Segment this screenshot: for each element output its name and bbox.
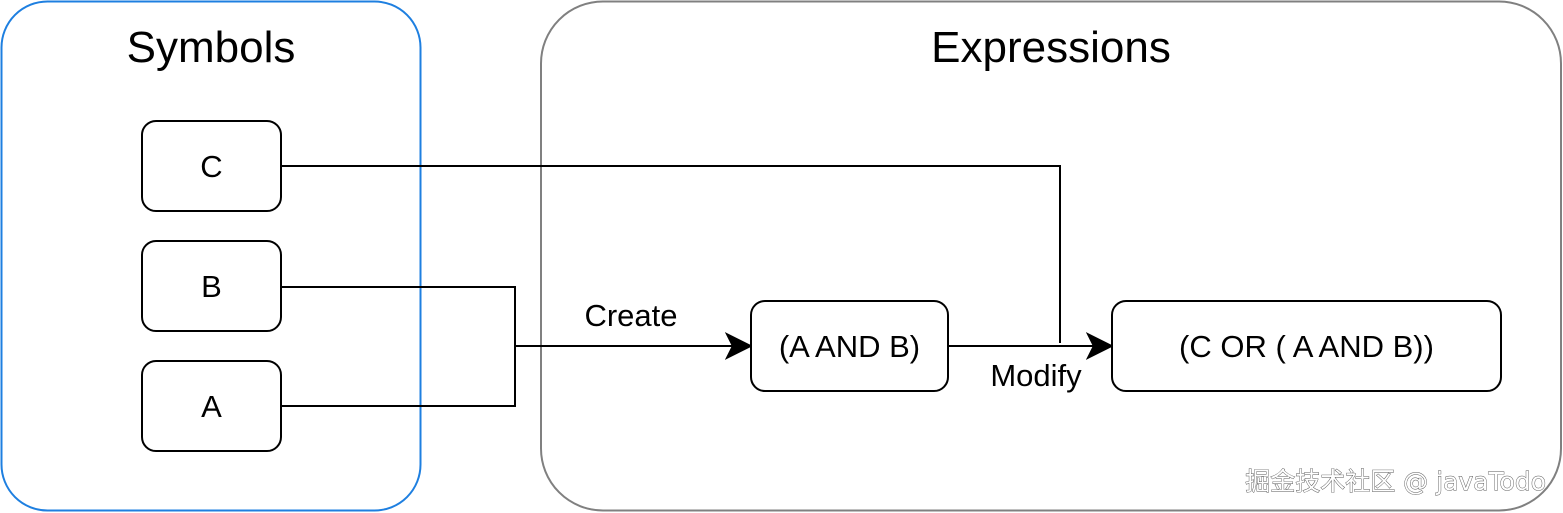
- symbols-group-title: Symbols: [127, 23, 296, 72]
- edge-a-to-join: [281, 346, 516, 407]
- expressions-group-title: Expressions: [931, 23, 1171, 72]
- edge-label-create: Create: [584, 298, 677, 333]
- symbol-node-b[interactable]: [141, 240, 282, 332]
- watermark-text: 掘金技术社区 @ javaTodo: [1245, 467, 1546, 496]
- edge-b-to-join: [281, 286, 516, 346]
- symbol-node-c[interactable]: [141, 120, 282, 212]
- expressions-group: [540, 0, 1562, 512]
- edge-c-to-modify: [281, 165, 1061, 343]
- symbol-node-c-label: C: [200, 149, 222, 184]
- edge-label-modify: Modify: [990, 358, 1082, 393]
- symbol-node-a-label: A: [201, 389, 222, 424]
- expression-node-or-label: (C OR ( A AND B)): [1179, 329, 1434, 364]
- expression-node-or[interactable]: [1111, 300, 1502, 392]
- expression-node-and-label: (A AND B): [779, 329, 920, 364]
- expression-node-and[interactable]: [750, 300, 949, 392]
- symbol-node-b-label: B: [201, 269, 222, 304]
- symbol-node-a[interactable]: [141, 360, 282, 452]
